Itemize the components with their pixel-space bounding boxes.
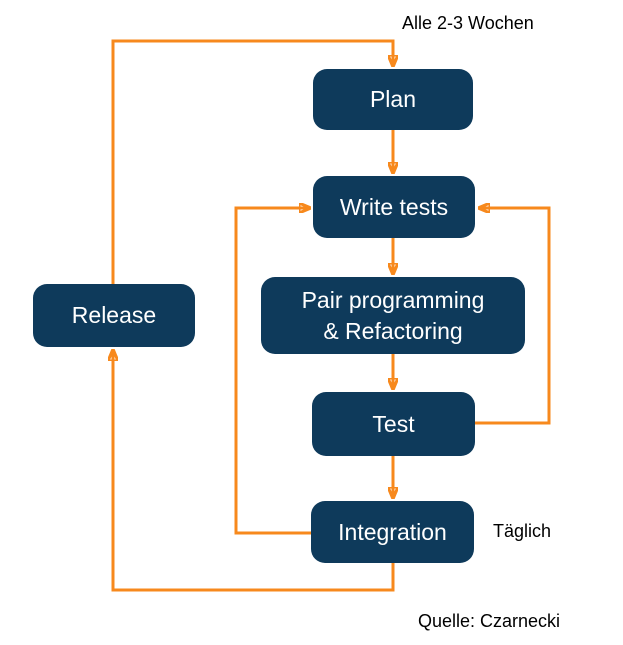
source-credit-label: Quelle: Czarnecki [418, 611, 561, 631]
cycle-frequency-label: Alle 2-3 Wochen [402, 13, 534, 33]
edge-integration-to-release [113, 350, 395, 592]
node-plan: Plan [313, 69, 473, 130]
node-test: Test [312, 392, 475, 456]
node-write-tests: Write tests [313, 176, 475, 238]
node-release: Release [33, 284, 195, 347]
edge-integration-to-write-tests [234, 208, 311, 535]
node-integration: Integration [311, 501, 474, 563]
node-pair-programming-refactoring: Pair programming & Refactoring [261, 277, 525, 354]
edge-test-to-write-tests [475, 208, 551, 425]
edge-release-to-plan [111, 39, 393, 284]
daily-frequency-label: Täglich [493, 521, 552, 541]
